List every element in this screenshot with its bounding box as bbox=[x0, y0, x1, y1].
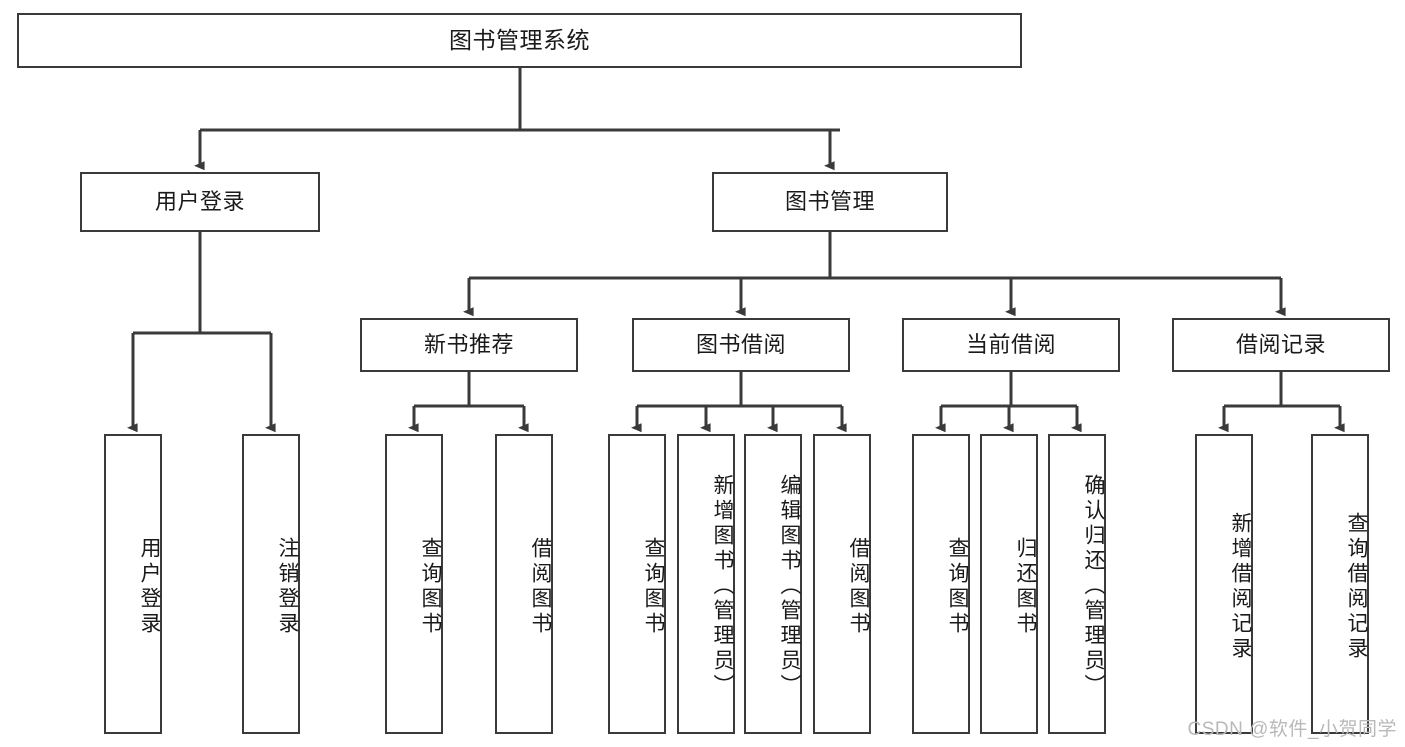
node-label: 新书推荐 bbox=[423, 331, 514, 357]
node-label: 借阅记录 bbox=[1235, 331, 1326, 357]
node-label: 图书管理系统 bbox=[449, 26, 590, 53]
node-borrow-record[interactable]: 借阅记录 bbox=[1172, 318, 1390, 372]
node-label: 查询图书 bbox=[419, 537, 442, 637]
leaf-query-book-recommend[interactable]: 查询图书 bbox=[385, 434, 443, 734]
leaf-query-book-current[interactable]: 查询图书 bbox=[912, 434, 970, 734]
leaf-query-book-borrow[interactable]: 查询图书 bbox=[608, 434, 666, 734]
leaf-borrow-book-recommend[interactable]: 借阅图书 bbox=[495, 434, 553, 734]
node-book-borrow[interactable]: 图书借阅 bbox=[632, 318, 850, 372]
csdn-watermark: CSDN @软件_小贺同学 bbox=[1187, 719, 1397, 740]
leaf-add-book-admin[interactable]: 新增图书（管理员） bbox=[677, 434, 735, 734]
leaf-confirm-return-admin[interactable]: 确认归还（管理员） bbox=[1048, 434, 1106, 734]
node-label: 当前借阅 bbox=[965, 331, 1056, 357]
leaf-user-login[interactable]: 用户登录 bbox=[104, 434, 162, 734]
node-user-login[interactable]: 用户登录 bbox=[80, 172, 320, 232]
node-label: 确认归还（管理员） bbox=[1082, 473, 1105, 699]
node-root-system[interactable]: 图书管理系统 bbox=[17, 13, 1022, 68]
node-label: 查询图书 bbox=[642, 537, 665, 637]
node-label: 新增借阅记录 bbox=[1229, 512, 1252, 662]
node-label: 归还图书 bbox=[1014, 537, 1037, 637]
leaf-query-borrow-record[interactable]: 查询借阅记录 bbox=[1311, 434, 1369, 734]
node-label: 查询借阅记录 bbox=[1345, 512, 1368, 662]
node-label: 用户登录 bbox=[138, 537, 161, 637]
leaf-logout-login[interactable]: 注销登录 bbox=[242, 434, 300, 734]
node-new-book-recommend[interactable]: 新书推荐 bbox=[360, 318, 578, 372]
node-label: 编辑图书（管理员） bbox=[778, 473, 801, 699]
node-label: 图书借阅 bbox=[695, 331, 786, 357]
leaf-edit-book-admin[interactable]: 编辑图书（管理员） bbox=[744, 434, 802, 734]
leaf-borrow-book[interactable]: 借阅图书 bbox=[813, 434, 871, 734]
node-label: 查询图书 bbox=[946, 537, 969, 637]
node-label: 图书管理 bbox=[784, 188, 875, 214]
leaf-add-borrow-record[interactable]: 新增借阅记录 bbox=[1195, 434, 1253, 734]
node-label: 新增图书（管理员） bbox=[711, 473, 734, 699]
node-label: 用户登录 bbox=[154, 188, 245, 214]
node-book-management[interactable]: 图书管理 bbox=[712, 172, 948, 232]
node-label: 注销登录 bbox=[276, 537, 299, 637]
leaf-return-book[interactable]: 归还图书 bbox=[980, 434, 1038, 734]
node-current-borrow[interactable]: 当前借阅 bbox=[902, 318, 1120, 372]
node-label: 借阅图书 bbox=[847, 537, 870, 637]
node-label: 借阅图书 bbox=[529, 537, 552, 637]
